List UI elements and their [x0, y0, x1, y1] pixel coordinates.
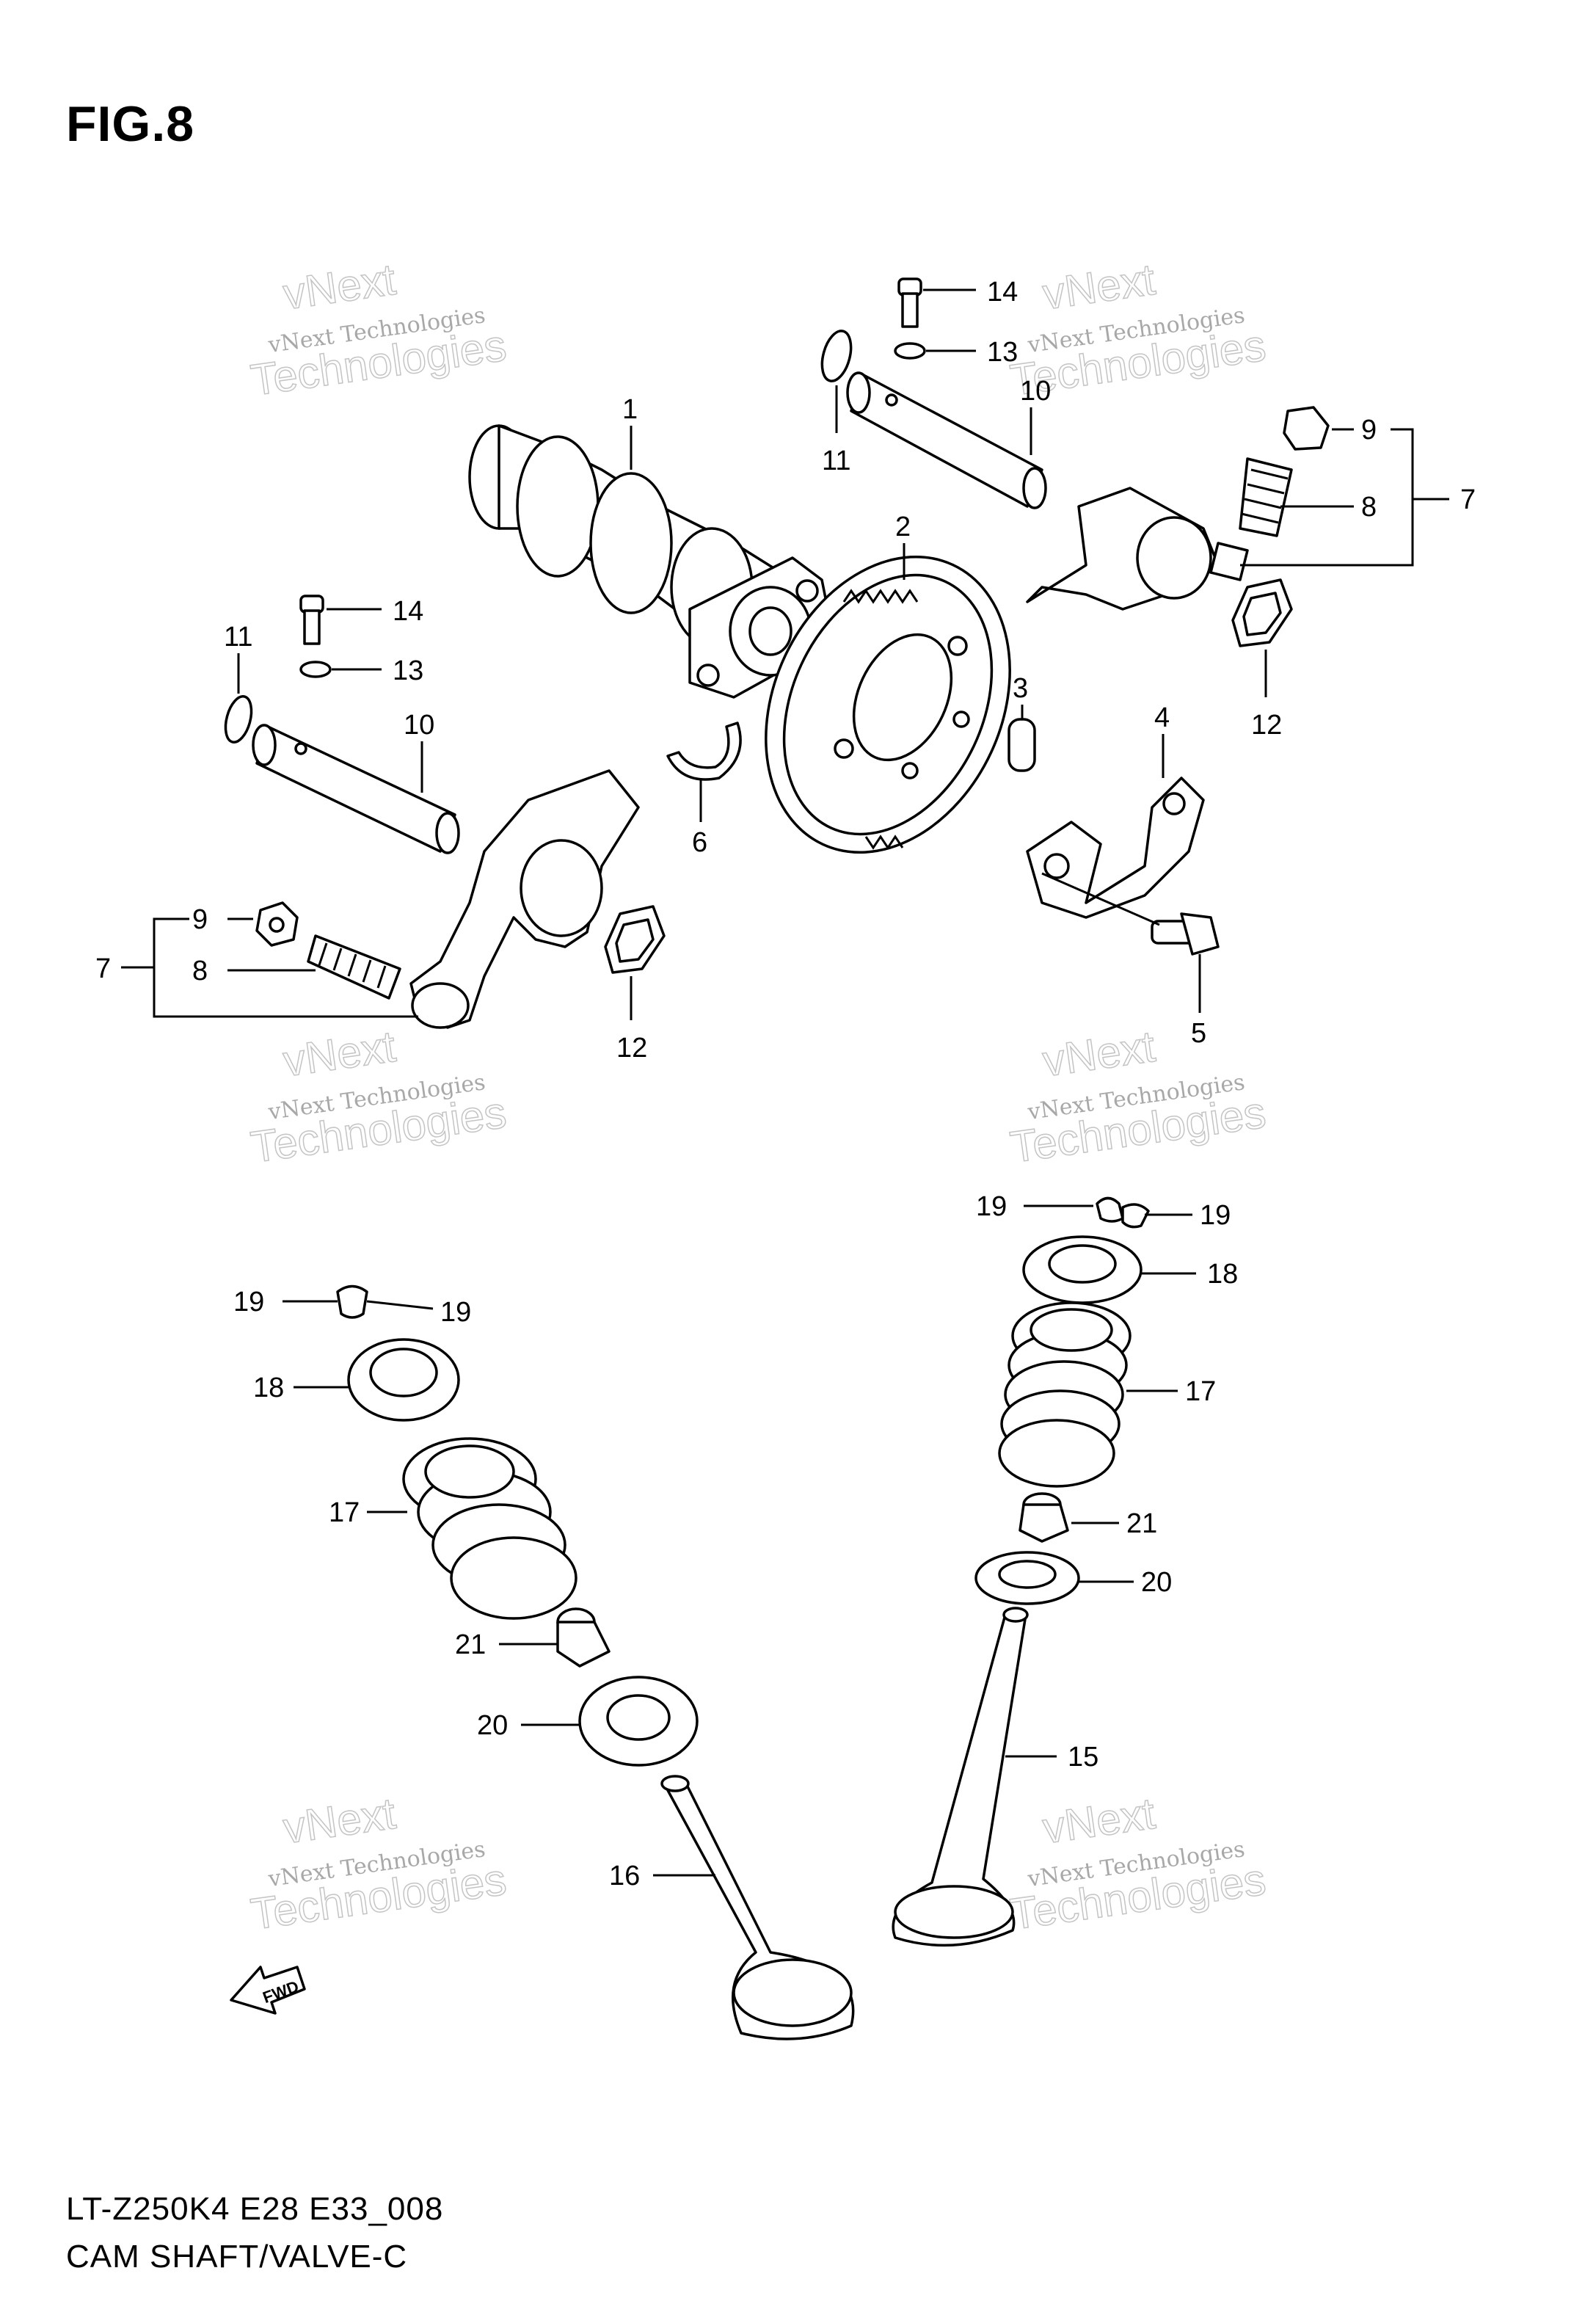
bolt-14-upper — [897, 277, 922, 328]
intake-valve-15 — [892, 1607, 1029, 1947]
callout-6: 6 — [692, 827, 707, 858]
rocker-shaft-10-upper — [846, 371, 1047, 509]
chain-guide-plate — [1026, 777, 1205, 919]
cotter-19-left — [336, 1284, 368, 1319]
watermark-bottom-right: vNext vNext Technologies Technologies — [1007, 1788, 1269, 1940]
callout-12-lower: 12 — [616, 1033, 647, 1064]
callout-2: 2 — [895, 512, 911, 542]
watermark-mid-left: vNext vNext Technologies Technologies — [247, 1021, 510, 1173]
callout-14-upper: 14 — [987, 277, 1018, 308]
callout-16: 16 — [609, 1861, 640, 1891]
callout-10-lower: 10 — [404, 710, 434, 741]
watermark-top-right: vNext vNext Technologies Technologies — [1007, 254, 1269, 406]
retainer-18-right — [1022, 1235, 1143, 1304]
callout-10-upper: 10 — [1020, 376, 1051, 407]
callout-20-right: 20 — [1141, 1567, 1172, 1598]
valve-spring-17-left — [402, 1437, 577, 1620]
watermark-top-left: vNext vNext Technologies Technologies — [247, 254, 510, 406]
callout-4: 4 — [1154, 702, 1170, 733]
callout-1: 1 — [622, 394, 638, 425]
adjust-screw-8-lower — [307, 934, 401, 1000]
rocker-arm-7-lower — [409, 769, 640, 1029]
watermark-mid-right: vNext vNext Technologies Technologies — [1007, 1021, 1269, 1173]
svg-text:vNext: vNext — [280, 1789, 399, 1853]
svg-text:vNext: vNext — [280, 1022, 399, 1086]
callout-8-upper: 8 — [1361, 492, 1377, 523]
callout-18-right: 18 — [1207, 1259, 1238, 1290]
callout-19-right-b: 19 — [1200, 1200, 1231, 1231]
stem-seal-21-right — [1019, 1492, 1069, 1543]
leader-19-left-b — [366, 1300, 434, 1310]
spring-seat-20-left — [578, 1676, 699, 1767]
figure-code: LT-Z250K4 E28 E33_008 — [66, 2191, 444, 2227]
figure-title: FIG.8 — [66, 96, 195, 152]
callout-5: 5 — [1191, 1018, 1206, 1049]
callout-17-right: 17 — [1185, 1376, 1216, 1407]
washer-13-upper — [894, 342, 926, 360]
valve-spring-17-right — [998, 1301, 1132, 1488]
callout-21-right: 21 — [1126, 1508, 1157, 1539]
cam-sprocket — [765, 555, 1011, 854]
dowel-pin — [1007, 718, 1036, 772]
callout-11-upper: 11 — [822, 446, 850, 476]
rocker-shaft-10-lower — [252, 724, 460, 854]
svg-text:vNext: vNext — [1040, 255, 1159, 319]
fwd-arrow-icon: FWD — [230, 1966, 306, 2015]
bracket-7-upper — [1240, 428, 1414, 567]
camshaft — [468, 424, 831, 699]
washer-13-lower — [299, 661, 332, 678]
svg-text:vNext: vNext — [1040, 1789, 1159, 1853]
bolt-14-lower — [299, 595, 324, 645]
svg-text:vNext: vNext — [280, 255, 399, 319]
stem-seal-21-left — [556, 1607, 611, 1668]
exhaust-valve-16 — [660, 1775, 855, 2040]
callout-14-lower: 14 — [393, 596, 423, 627]
callout-19-left-b: 19 — [440, 1297, 471, 1328]
adjust-screw-8-upper — [1239, 457, 1293, 537]
callout-11-lower: 11 — [224, 622, 252, 652]
gasket-12-lower — [604, 905, 666, 974]
callout-3: 3 — [1013, 673, 1028, 704]
o-ring-11-lower — [224, 695, 253, 744]
gasket-12-upper — [1231, 578, 1293, 647]
callout-12-upper: 12 — [1251, 710, 1282, 741]
o-ring-11-upper — [820, 330, 853, 382]
c-clip — [666, 721, 742, 781]
figure-caption: CAM SHAFT/VALVE-C — [66, 2239, 408, 2275]
callout-15: 15 — [1068, 1742, 1098, 1773]
leader-5-axis — [1041, 872, 1160, 926]
callout-18-left: 18 — [253, 1373, 284, 1403]
callout-9-lower: 9 — [192, 904, 208, 935]
retainer-18-left — [347, 1338, 460, 1422]
lock-nut-9-lower — [255, 901, 299, 947]
callout-9-upper: 9 — [1361, 415, 1377, 446]
lock-nut-9-upper — [1283, 406, 1330, 451]
callout-13-upper: 13 — [987, 337, 1018, 368]
callout-7-lower: 7 — [95, 953, 111, 984]
callout-19-left-a: 19 — [233, 1287, 264, 1317]
callout-8-lower: 8 — [192, 956, 208, 986]
rocker-arm-7-upper — [1026, 487, 1249, 611]
cotter-19-right — [1096, 1196, 1150, 1229]
spring-seat-20-right — [974, 1551, 1080, 1605]
callout-21-left: 21 — [455, 1629, 486, 1660]
callout-19-right-a: 19 — [976, 1191, 1007, 1222]
callout-17-left: 17 — [329, 1497, 360, 1528]
callout-13-lower: 13 — [393, 655, 423, 686]
callout-7-upper: 7 — [1460, 484, 1476, 515]
guide-bolt — [1151, 912, 1220, 956]
watermark-bottom-left: vNext vNext Technologies Technologies — [247, 1788, 510, 1940]
callout-20-left: 20 — [477, 1710, 508, 1741]
svg-text:vNext: vNext — [1040, 1022, 1159, 1086]
